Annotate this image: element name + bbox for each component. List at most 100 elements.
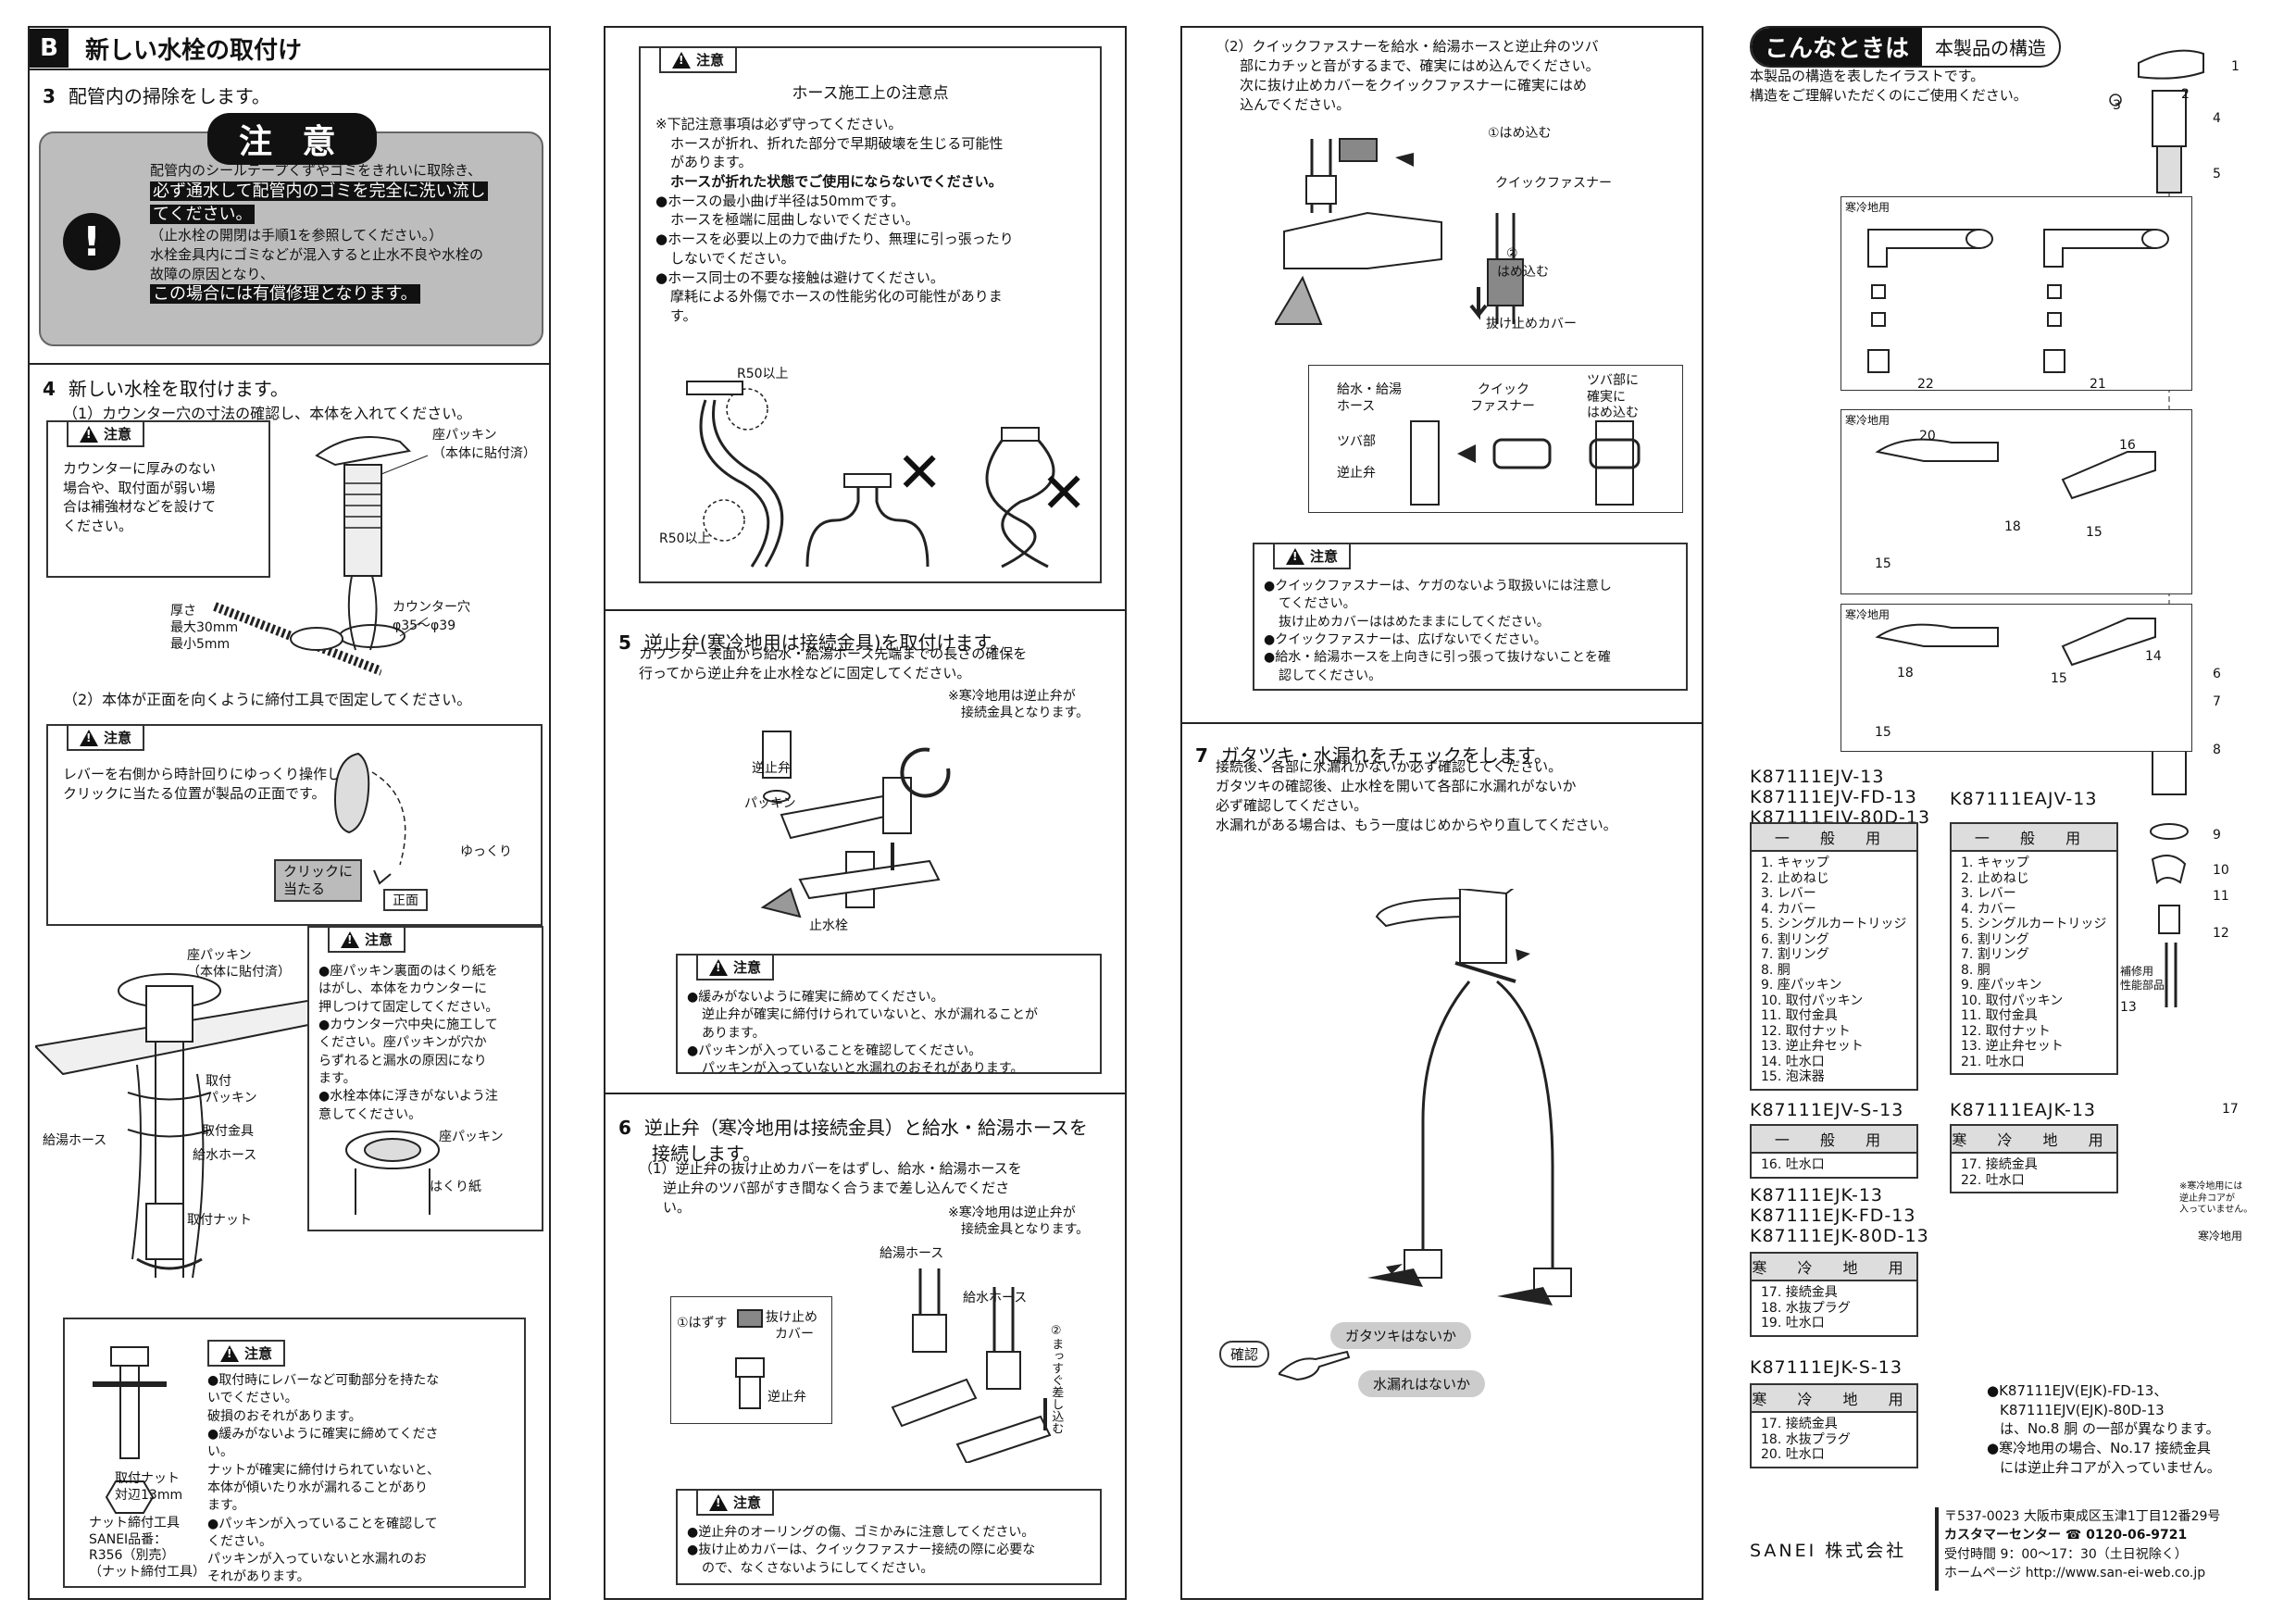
label-nut: 取付ナット [115,1471,180,1486]
website[interactable]: ホームページ http://www.san-ei-web.co.jp [1944,1565,2206,1580]
caution-line: 故障の原因となり、 [150,265,274,282]
section-letter: B [30,29,69,68]
label-seat-packing-note: （本体に貼付済） [432,446,536,461]
label-check-valve: 逆止弁 [752,761,791,776]
installation-drawing [35,973,341,1279]
part-number-8: 8 [2213,743,2221,757]
label-check-valve: 逆止弁 [1337,466,1376,481]
prohibited-x-icon: ✕ [1041,461,1088,526]
pointing-hand-icon [1279,1350,1351,1381]
model-b: K87111EAJV-13 [1950,789,2098,809]
caution-line: 配管内のシールテープくずやゴミをきれいに取除き、 [150,162,482,179]
parts-list-item: 15. 泡沫器 [1761,1069,1825,1085]
part-number-7: 7 [2213,694,2221,709]
model-notes: ●K87111EJV(EJK)-FD-13、K87111EJV(EJK)-80D… [1987,1382,2221,1476]
cold-region-note: ※寒冷地用は逆止弁が接続金具となります。 [948,1206,1090,1237]
label-max-thickness: 最大30mm [170,620,239,635]
hose-caution-box: 注意 ホース施工上の注意点 ※下記注意事項は必ず守ってください。 ホースが折れ、… [639,46,1102,583]
parts-list-item: 8. 胴 [1761,962,1791,978]
caution-highlight: この場合には有償修理となります。 [150,284,420,305]
label-release-paper: はくり紙 [430,1180,481,1194]
label-min-thickness: 最小5mm [170,637,231,652]
label-cold-region: 寒冷地用 [1845,201,1890,214]
lever-click-drawing [333,752,406,885]
part-15: 15 [1875,556,1891,571]
parts-list-item: 1. キャップ [1961,856,2029,870]
label-hot-hose: 給湯ホース [43,1133,107,1148]
parts-list-c: 一 般 用 16. 吐水口 [1750,1124,1918,1179]
model-f: K87111EJK-S-13 [1750,1357,1903,1378]
warning-icon [709,1493,728,1511]
nut-wrench-drawing [93,1346,167,1514]
click-callout: クリックに当たる [274,859,363,902]
parts-list-item: 9. 座パッキン [1761,978,1842,993]
label-check-valve: 逆止弁 [767,1390,806,1405]
label-mount-packing: 取付 [206,1074,231,1089]
spout-22: 22 [1917,377,1934,392]
label-seat-packing: 座パッキン [439,1130,504,1144]
repair-parts-label: 補修用性能部品 [2120,965,2165,992]
parts-list-item: 6. 割リング [1961,931,2029,947]
customer-center: カスタマーセンター ☎ 0120-06-9721 [1944,1528,2188,1543]
label-remove: ①はずす [677,1316,728,1330]
parts-list-item: 1. キャップ [1761,856,1829,870]
caution-box-3: 注意 ●座パッキン裏面のはくり紙をはがし、本体をカウンターに押しつけて固定してく… [307,926,543,1231]
parts-list-item: 12. 取付ナット [1961,1023,2051,1039]
caution-box-6: 注意 ●逆止弁のオーリングの傷、ゴミかみに注意してください。●抜け止めカバーは、… [676,1489,1102,1585]
prohibited-x-icon: ✕ [896,441,943,506]
parts-list-item: 5. シングルカートリッジ [1761,917,1907,932]
list-heading: 一 般 用 [1752,1126,1916,1154]
model-d: K87111EAJK-13 [1950,1100,2097,1120]
label-r50: R50以上 [737,367,789,381]
part-18: 18 [1897,666,1914,681]
remove-cover-box: ①はずす 抜け止め カバー 逆止弁 [670,1296,832,1424]
parts-list-item: 11. 取付金具 [1961,1008,2038,1024]
parts-list-item: 8. 胴 [1961,962,1990,978]
part-number-5: 5 [2213,167,2221,181]
parts-list-item: 2. 止めねじ [1761,870,1829,886]
step-5-sub: カウンター表面から給水・給湯ホース先端までの長さの確保を行ってから逆止弁を止水栓… [639,645,1028,681]
parts-list-item: 17. 接続金具 [1761,1417,1838,1431]
hose-bending-drawing [686,381,1055,568]
caution-label: 注 意 [207,113,377,165]
spout-21: 21 [2090,377,2106,392]
caution-tag: 注意 [659,46,738,73]
part-15: 15 [2086,525,2103,540]
parts-list-item: 16. 吐水口 [1761,1157,1825,1172]
parts-list-item: 5. シングルカートリッジ [1961,917,2107,932]
label-mount-nut: 取付ナット [187,1213,252,1228]
caution-tag: 注意 [696,954,775,981]
label-cold-region: 寒冷地用 [2198,1230,2243,1243]
caution-box-5: 注意 ●緩みがないように確実に締めてください。逆止弁が確実に締付けられていないと… [676,954,1102,1076]
caution-line: 水栓金具内にゴミなどが混入すると止水不良や水栓の [150,246,484,264]
caution-tag: 注意 [67,420,145,447]
address: 〒537-0023 大阪市東成区玉津1丁目12番29号 [1944,1509,2221,1524]
label-seat-packing: 座パッキン [432,428,497,443]
hose-notes: ※下記注意事項は必ず守ってください。 ホースが折れ、折れた部分で早期破壊を生じる… [655,116,1014,324]
label-flange: ツバ部 [1337,434,1376,449]
caution-tool-text: 注意 ●取付時にレバーなど可動部分を持たないでください。破損のおそれがあります。… [207,1340,513,1587]
step-6-1: （1）逆止弁の抜け止めカバーをはずし、給水・給湯ホースを逆止弁のツバ部がすき間な… [639,1160,1022,1216]
quick-fastener-drawing [1275,138,1524,325]
caution-tag: 注意 [1273,543,1352,569]
label-packing: パッキン [744,796,796,811]
spout-14: 14 [2145,649,2162,664]
label-insert-straight: ②まっすぐ差し込む [1049,1324,1064,1434]
label-slowly: ゆっくり [460,844,512,859]
label-cold-region: 寒冷地用 [1845,414,1890,427]
fastener-detail-drawing [1410,420,1641,506]
structure-header: こんなときは 本製品の構造 [1750,26,2062,68]
step-4-1: （1）カウンター穴の寸法の確認し、本体を入れてください。 [63,405,472,422]
label-r50: R50以上 [659,531,711,546]
label-fit-in-1: ①はめ込む [1488,126,1552,141]
list-heading: 一 般 用 [1952,824,2116,852]
